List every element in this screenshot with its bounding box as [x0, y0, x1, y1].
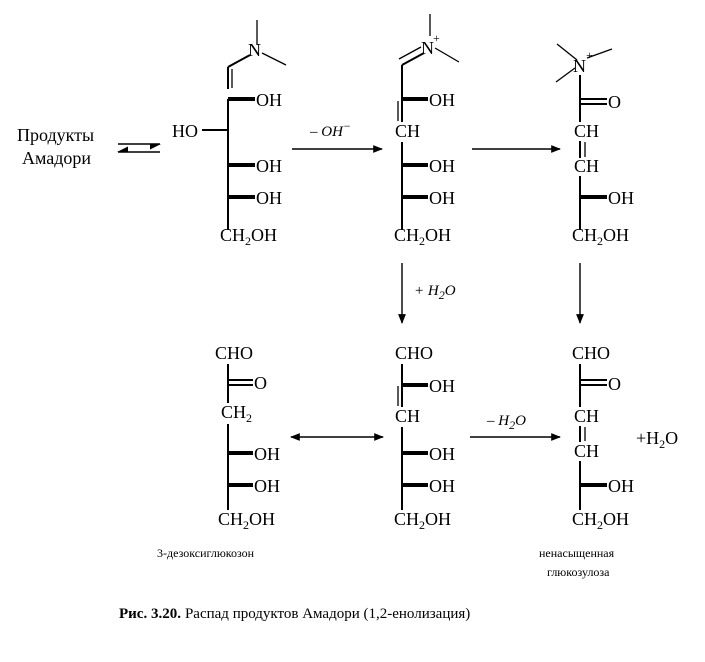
nitrogen: N	[421, 38, 434, 58]
aldehyde-group: CHO	[215, 343, 253, 363]
released-water: +H2O	[636, 428, 678, 451]
hydroxyl: OH	[254, 444, 280, 464]
hydroxyl: OH	[429, 444, 455, 464]
methine: CH	[395, 121, 420, 141]
hydroxyl-left: HO	[172, 121, 198, 141]
carbonyl-oxygen: O	[254, 373, 267, 393]
amadori-label-line2: Амадори	[22, 148, 91, 168]
amadori-label-line1: Продукты	[17, 125, 94, 145]
hydroxyl: OH	[429, 476, 455, 496]
hydroxyl: OH	[256, 156, 282, 176]
methine: CH	[574, 406, 599, 426]
nitrogen: N	[573, 56, 586, 76]
hydroxyl: OH	[429, 188, 455, 208]
ch2oh-group: CH2OH	[572, 509, 629, 532]
structure-6-glucosulose: CHO O CH CH OH CH2OH +H2O	[572, 343, 678, 532]
aldehyde-group: CHO	[395, 343, 433, 363]
methine: CH	[574, 441, 599, 461]
structure-2: N + OH CH OH OH CH2OH	[394, 14, 460, 248]
ch2oh-group: CH2OH	[218, 509, 275, 532]
hydroxyl: OH	[608, 476, 634, 496]
minus-water-label: – H2O	[486, 413, 526, 432]
figure-caption: Рис. 3.20.Распад продуктов Амадори (1,2-…	[119, 606, 470, 622]
methylene-group: CH2	[221, 402, 252, 425]
structure-1: N OH HO OH OH CH2OH	[172, 20, 287, 248]
hydroxyl: OH	[429, 90, 455, 110]
ch2oh-group: CH2OH	[394, 225, 451, 248]
structure-5: CHO OH CH OH OH CH2OH	[394, 343, 455, 532]
structure-3: N + O CH CH OH CH2OH	[555, 43, 634, 248]
arrow-minus-water: – H2O	[470, 413, 561, 441]
hydroxyl: OH	[256, 90, 282, 110]
amadori-products: Продукты Амадори	[17, 125, 94, 168]
equilibrium-arrows	[116, 143, 162, 153]
hydroxyl: OH	[429, 376, 455, 396]
hydroxyl: OH	[608, 188, 634, 208]
aldehyde-group: CHO	[572, 343, 610, 363]
carbonyl-oxygen: O	[608, 92, 621, 112]
deoxyglucosone-name: 3-дезоксиглюкозон	[157, 546, 255, 560]
hydroxyl: OH	[256, 188, 282, 208]
ch2oh-group: CH2OH	[394, 509, 451, 532]
hydroxyl: OH	[254, 476, 280, 496]
glucosulose-name-line1: ненасыщенная	[539, 546, 615, 560]
structure-4-deoxyglucosone: CHO O CH2 OH OH CH2OH	[215, 343, 280, 532]
methine: CH	[574, 156, 599, 176]
ch2oh-group: CH2OH	[220, 225, 277, 248]
glucosulose-name-line2: глюкозулоза	[547, 565, 610, 579]
methine: CH	[574, 121, 599, 141]
minus-hydroxide-label: – OH−	[309, 119, 351, 140]
arrow-minus-hydroxide: – OH−	[292, 119, 383, 153]
arrow-plus-water: + H2O	[398, 263, 456, 324]
ch2oh-group: CH2OH	[572, 225, 629, 248]
plus-water-label: + H2O	[414, 283, 456, 302]
positive-charge: +	[586, 48, 593, 62]
methine: CH	[395, 406, 420, 426]
positive-charge: +	[433, 31, 440, 45]
hydroxyl: OH	[429, 156, 455, 176]
carbonyl-oxygen: O	[608, 374, 621, 394]
nitrogen: N	[248, 40, 261, 60]
